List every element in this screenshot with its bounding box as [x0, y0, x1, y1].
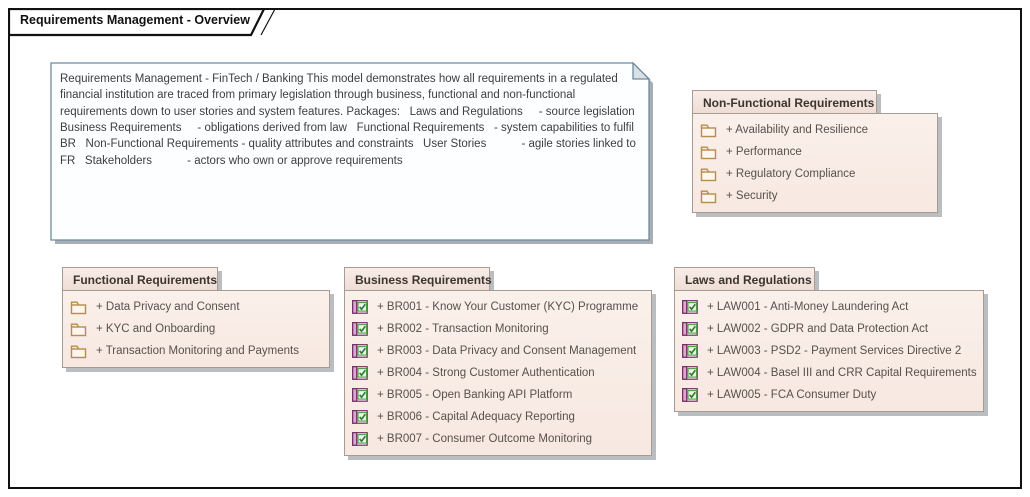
package-item[interactable]: + KYC and Onboarding — [70, 318, 323, 340]
package-item[interactable]: + LAW002 - GDPR and Data Protection Act — [682, 318, 977, 340]
requirement-icon — [682, 300, 698, 314]
folder-icon — [70, 322, 87, 337]
folder-icon — [700, 189, 717, 204]
requirement-icon — [352, 432, 368, 446]
package-item-label: + BR007 - Consumer Outcome Monitoring — [377, 433, 593, 445]
package-item-label: + Data Privacy and Consent — [96, 301, 240, 313]
package-item[interactable]: + LAW004 - Basel III and CRR Capital Req… — [682, 362, 977, 384]
package-title: Functional Requirements — [73, 273, 218, 287]
package-item-label: + Regulatory Compliance — [726, 168, 856, 180]
package-item[interactable]: + Availability and Resilience — [700, 119, 931, 141]
package-item[interactable]: + BR001 - Know Your Customer (KYC) Progr… — [352, 296, 645, 318]
note-shape — [50, 62, 653, 244]
package-item[interactable]: + BR005 - Open Banking API Platform — [352, 384, 645, 406]
package-item[interactable]: + LAW003 - PSD2 - Payment Services Direc… — [682, 340, 977, 362]
package-item-label: + Performance — [726, 146, 802, 158]
package-item[interactable]: + LAW005 - FCA Consumer Duty — [682, 384, 977, 406]
package-item-label: + BR001 - Know Your Customer (KYC) Progr… — [377, 301, 639, 313]
requirement-icon — [682, 366, 698, 380]
package-item[interactable]: + LAW001 - Anti-Money Laundering Act — [682, 296, 977, 318]
package-item-label: + LAW005 - FCA Consumer Duty — [707, 389, 877, 401]
package-item-label: + BR002 - Transaction Monitoring — [377, 323, 549, 335]
requirement-icon — [352, 300, 368, 314]
note-text: Requirements Management - FinTech / Bank… — [60, 73, 636, 167]
package-item-label: + LAW002 - GDPR and Data Protection Act — [707, 323, 929, 335]
package-header[interactable]: Business Requirements — [344, 267, 492, 291]
requirement-icon — [352, 322, 368, 336]
package-title: Business Requirements — [355, 273, 492, 287]
package-laws-and-regulations[interactable]: Laws and Regulations + LAW001 - Anti-Mon… — [674, 267, 984, 412]
package-item[interactable]: + Regulatory Compliance — [700, 163, 931, 185]
folder-icon — [700, 167, 717, 182]
package-body[interactable]: + BR001 - Know Your Customer (KYC) Progr… — [344, 290, 652, 456]
package-item-label: + KYC and Onboarding — [96, 323, 216, 335]
note-element[interactable]: Requirements Management - FinTech / Bank… — [50, 62, 656, 246]
package-item-label: + Availability and Resilience — [726, 124, 869, 136]
package-item-label: + BR005 - Open Banking API Platform — [377, 389, 573, 401]
folder-icon — [70, 344, 87, 359]
package-item-label: + BR004 - Strong Customer Authentication — [377, 367, 595, 379]
package-item[interactable]: + BR007 - Consumer Outcome Monitoring — [352, 428, 645, 450]
package-item-label: + Security — [726, 190, 778, 202]
diagram-title: Requirements Management - Overview — [20, 13, 250, 27]
requirement-icon — [682, 344, 698, 358]
package-non-functional-requirements[interactable]: Non-Functional Requirements + Availabili… — [692, 90, 938, 213]
package-header[interactable]: Non-Functional Requirements — [692, 90, 877, 114]
folder-icon — [700, 145, 717, 160]
frame-title-tab — [8, 8, 276, 37]
package-title: Laws and Regulations — [685, 273, 812, 287]
package-item-label: + LAW001 - Anti-Money Laundering Act — [707, 301, 909, 313]
folder-icon — [70, 300, 87, 315]
requirement-icon — [352, 366, 368, 380]
package-header[interactable]: Functional Requirements — [62, 267, 218, 291]
package-item[interactable]: + Performance — [700, 141, 931, 163]
package-item-label: + Transaction Monitoring and Payments — [96, 345, 299, 357]
package-body[interactable]: + Availability and Resilience + Performa… — [692, 113, 938, 213]
package-item[interactable]: + BR003 - Data Privacy and Consent Manag… — [352, 340, 645, 362]
package-body[interactable]: + LAW001 - Anti-Money Laundering Act + L… — [674, 290, 984, 412]
package-item[interactable]: + BR004 - Strong Customer Authentication — [352, 362, 645, 384]
package-item-label: + LAW003 - PSD2 - Payment Services Direc… — [707, 345, 962, 357]
package-title: Non-Functional Requirements — [703, 96, 875, 110]
requirement-icon — [352, 410, 368, 424]
package-functional-requirements[interactable]: Functional Requirements + Data Privacy a… — [62, 267, 330, 368]
package-item[interactable]: + BR002 - Transaction Monitoring — [352, 318, 645, 340]
package-item-label: + BR003 - Data Privacy and Consent Manag… — [377, 345, 637, 357]
requirement-icon — [682, 388, 698, 402]
package-business-requirements[interactable]: Business Requirements + BR001 - Know You… — [344, 267, 652, 456]
folder-icon — [700, 123, 717, 138]
package-item-label: + BR006 - Capital Adequacy Reporting — [377, 411, 575, 423]
package-item[interactable]: + Security — [700, 185, 931, 207]
package-item[interactable]: + Data Privacy and Consent — [70, 296, 323, 318]
package-item-label: + LAW004 - Basel III and CRR Capital Req… — [707, 367, 977, 379]
note-fold-corner — [632, 62, 651, 80]
requirement-icon — [352, 388, 368, 402]
package-body[interactable]: + Data Privacy and Consent + KYC and Onb… — [62, 290, 330, 368]
requirement-icon — [682, 322, 698, 336]
package-header[interactable]: Laws and Regulations — [674, 267, 815, 291]
package-item[interactable]: + Transaction Monitoring and Payments — [70, 340, 323, 362]
requirement-icon — [352, 344, 368, 358]
package-item[interactable]: + BR006 - Capital Adequacy Reporting — [352, 406, 645, 428]
